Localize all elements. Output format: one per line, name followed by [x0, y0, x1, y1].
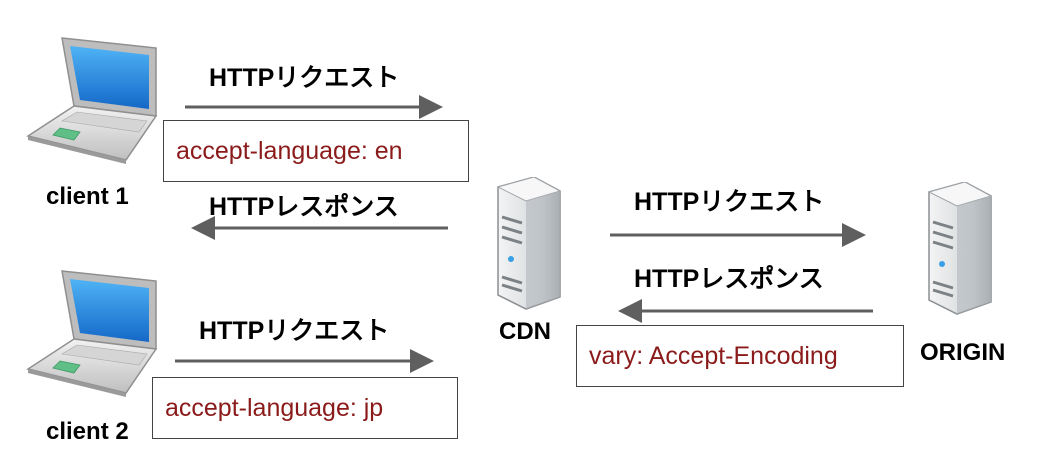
client1-label: client 1: [46, 183, 129, 210]
cdn-label: CDN: [499, 318, 551, 345]
client2-header-box: accept-language: jp: [152, 377, 458, 439]
cdn-request-label: HTTPリクエスト: [634, 188, 825, 216]
client1-response-label: HTTPレスポンス: [209, 193, 399, 221]
server-icon: [927, 182, 993, 315]
laptop-icon: [26, 37, 158, 164]
origin-label: ORIGIN: [920, 339, 1006, 366]
origin-header-box: vary: Accept-Encoding: [576, 325, 904, 387]
laptop-icon: [26, 270, 158, 397]
client2-request-label: HTTPリクエスト: [199, 317, 390, 345]
server-icon: [496, 177, 562, 310]
client1-header-box: accept-language: en: [163, 120, 469, 182]
origin-response-label: HTTPレスポンス: [634, 265, 824, 293]
client1-request-label: HTTPリクエスト: [209, 64, 400, 92]
client2-label: client 2: [46, 418, 129, 445]
